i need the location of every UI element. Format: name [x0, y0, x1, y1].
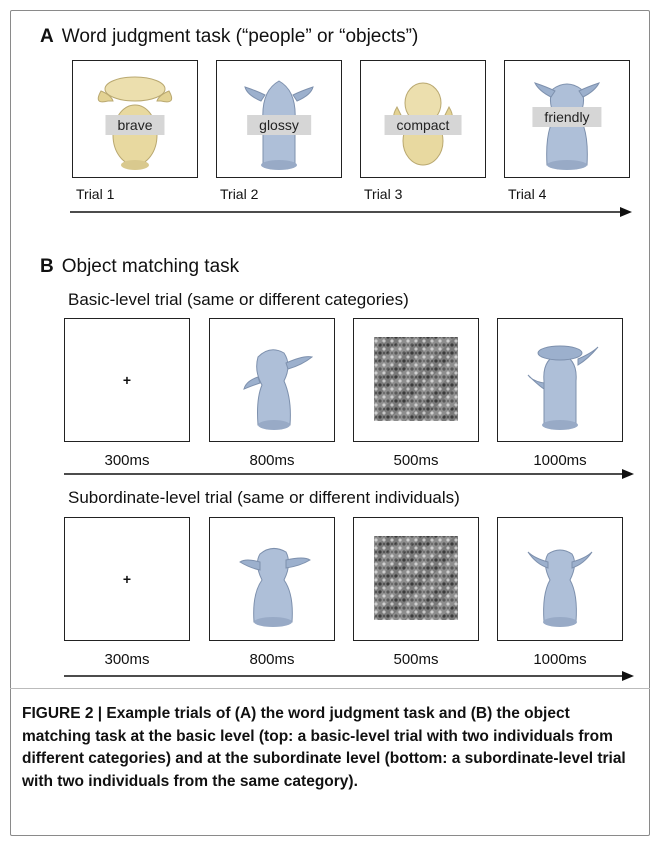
timeline-arrow	[64, 469, 634, 479]
trial-label: Trial 4	[508, 186, 547, 202]
object-frame	[209, 517, 335, 641]
blue-object-image	[239, 548, 311, 627]
trial-label: Trial 2	[220, 186, 259, 202]
word-label: compact	[384, 115, 462, 135]
word-label: glossy	[247, 115, 311, 135]
trial-label: Trial 3	[364, 186, 403, 202]
duration-label: 800ms	[249, 651, 295, 668]
duration-label: 1000ms	[533, 651, 587, 668]
mask-frame	[353, 517, 479, 641]
timeline-arrow	[70, 207, 632, 217]
word-label: brave	[105, 115, 165, 135]
object-frame	[209, 318, 335, 442]
mask-frame	[353, 318, 479, 442]
noise-mask-image	[374, 536, 458, 620]
blue-object-image	[527, 549, 593, 627]
basic-level-subtitle: Basic-level trial (same or different cat…	[68, 290, 409, 309]
duration-label: 500ms	[393, 452, 439, 469]
figure-caption: FIGURE 2 | Example trials of (A) the wor…	[22, 705, 626, 790]
panel-a-title: Word judgment task (“people” or “objects…	[61, 26, 419, 47]
panel-a-frame-4: friendly	[504, 60, 630, 178]
timeline-arrow	[64, 671, 634, 681]
panel-b-letter: B	[40, 256, 54, 277]
panel-b-heading: B Object matching task	[40, 256, 239, 278]
duration-label: 300ms	[104, 651, 150, 668]
trial-label: Trial 1	[76, 186, 115, 202]
noise-mask-image	[374, 337, 458, 421]
object-frame	[497, 517, 623, 641]
panel-a-frame-3: compact	[360, 60, 486, 178]
duration-label: 1000ms	[533, 452, 587, 469]
duration-label: 300ms	[104, 452, 150, 469]
fixation-frame: +	[64, 517, 190, 641]
subordinate-level-subtitle: Subordinate-level trial (same or differe…	[68, 488, 460, 507]
fixation-cross: +	[122, 372, 132, 388]
panel-b-title: Object matching task	[61, 256, 240, 277]
duration-label: 500ms	[393, 651, 439, 668]
blue-object-image	[243, 349, 314, 430]
fixation-cross: +	[122, 571, 132, 587]
panel-a-letter: A	[40, 26, 54, 47]
panel-a-frame-2: glossy	[216, 60, 342, 178]
word-label: friendly	[532, 107, 602, 127]
panel-a-heading: A Word judgment task (“people” or “object…	[40, 26, 418, 48]
blue-object-image	[527, 345, 599, 430]
panel-a-frame-1: brave	[72, 60, 198, 178]
fixation-frame: +	[64, 318, 190, 442]
object-frame	[497, 318, 623, 442]
figure-box	[10, 10, 650, 836]
duration-label: 800ms	[249, 452, 295, 469]
caption-separator	[10, 688, 650, 689]
